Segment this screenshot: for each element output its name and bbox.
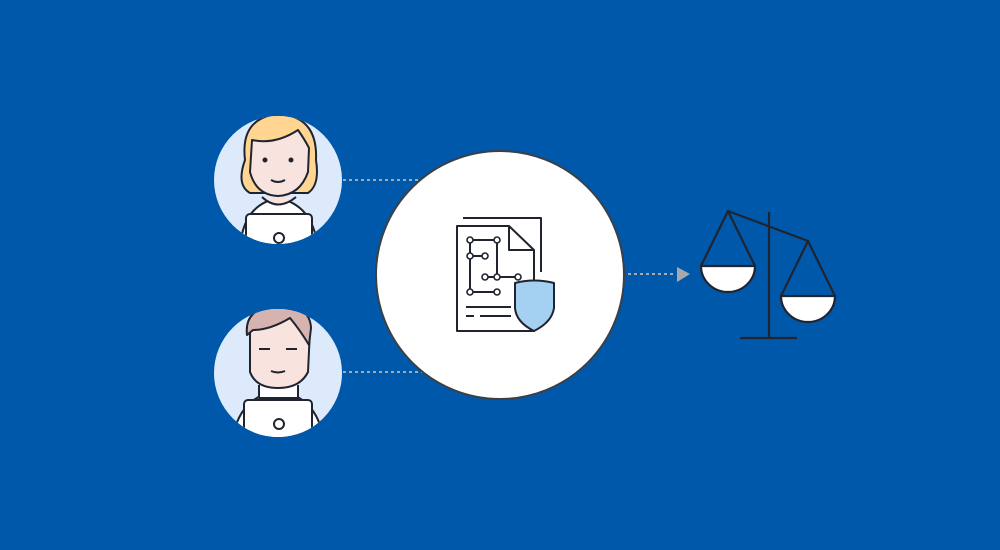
arrow-right-icon bbox=[677, 267, 690, 282]
man-avatar-icon bbox=[214, 309, 342, 437]
scales-of-justice-icon bbox=[699, 209, 837, 340]
woman-avatar-icon bbox=[214, 116, 342, 244]
shield-icon bbox=[514, 279, 555, 332]
secure-document-icon bbox=[456, 217, 555, 332]
circuit-icon bbox=[466, 236, 522, 296]
